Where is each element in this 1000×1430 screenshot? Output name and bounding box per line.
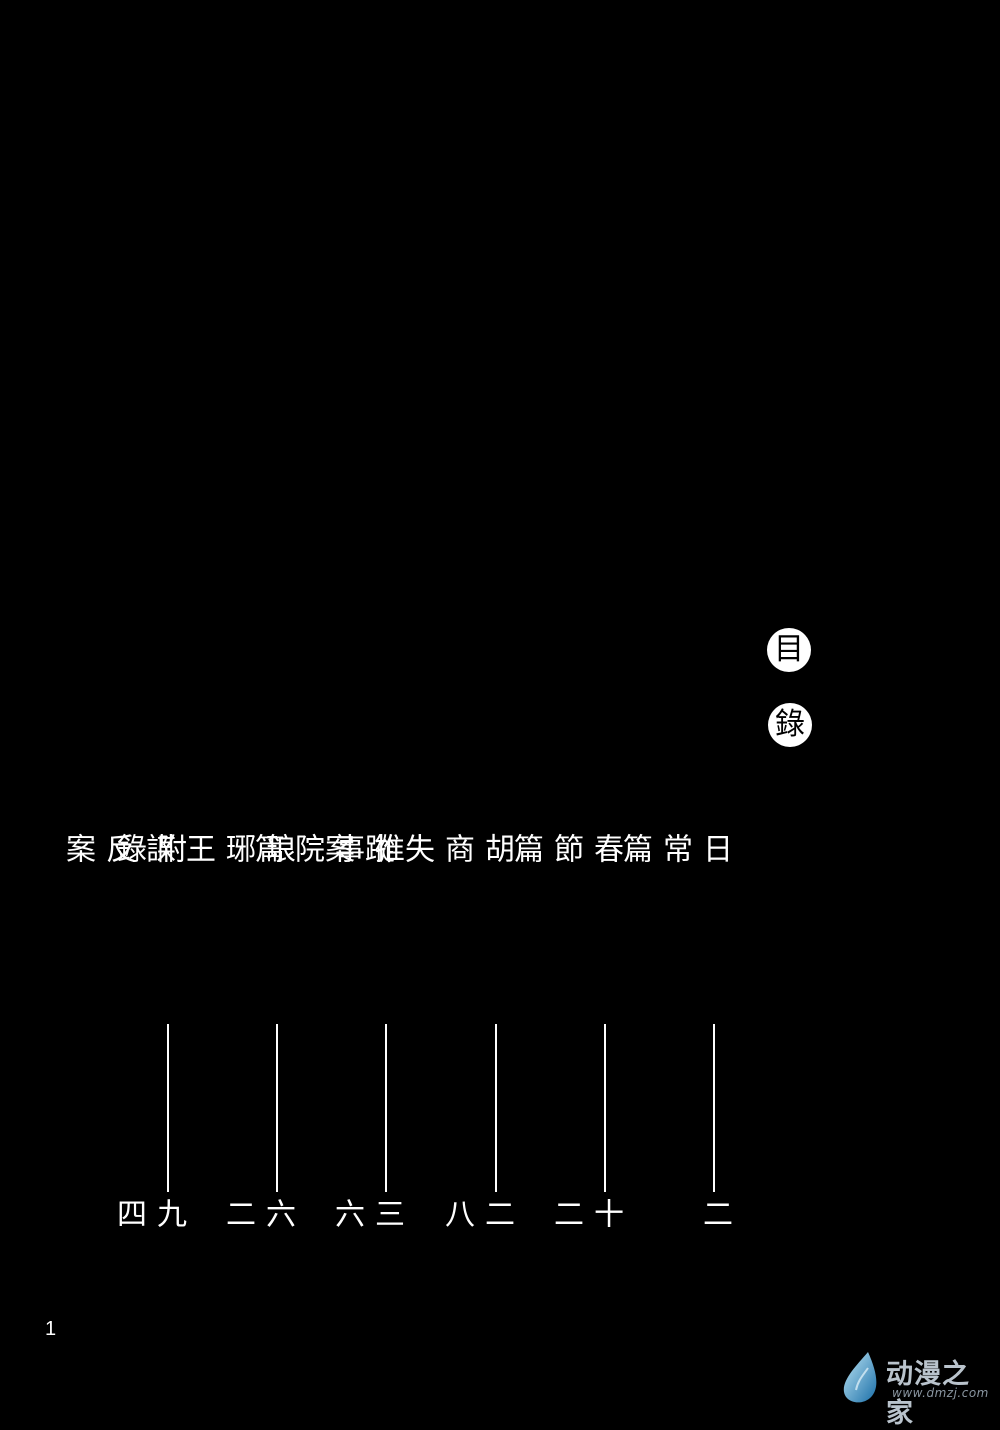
toc-entry-page: 三六 xyxy=(329,1198,404,1228)
toc-entry-title: 附錄 xyxy=(111,833,186,863)
toc-leader-line xyxy=(276,1024,278,1192)
title-char-lu: 錄 xyxy=(768,703,812,747)
toc-leader-line xyxy=(495,1024,497,1192)
toc-entry-title: 日常篇 xyxy=(617,833,732,863)
title-char-mu: 目 xyxy=(767,628,811,672)
page-number: 1 xyxy=(45,1318,57,1340)
toc-entry-page: 九四 xyxy=(111,1198,186,1228)
toc-leader-line xyxy=(385,1024,387,1192)
toc-entry-title: 春節篇 xyxy=(508,833,623,863)
watermark-logo: 动漫之家 www.dmzj.com xyxy=(836,1346,996,1429)
toc-leader-line xyxy=(713,1024,715,1192)
toc-leader-line xyxy=(167,1024,169,1192)
toc-entry-page: 六二 xyxy=(220,1198,295,1228)
toc-entry-title: 胡商失蹤案 xyxy=(319,833,514,863)
toc-leader-line xyxy=(604,1024,606,1192)
toc-entry-title: 推事院篇 xyxy=(249,833,404,863)
toc-entry-page: 二 xyxy=(697,1198,732,1228)
toc-entry-page: 十二 xyxy=(548,1198,623,1228)
watermark-url: www.dmzj.com xyxy=(892,1386,989,1400)
water-drop-icon xyxy=(843,1352,877,1403)
toc-entry-title: 琅琊王謀反案 xyxy=(60,833,295,863)
toc-entry-page: 二八 xyxy=(439,1198,514,1228)
